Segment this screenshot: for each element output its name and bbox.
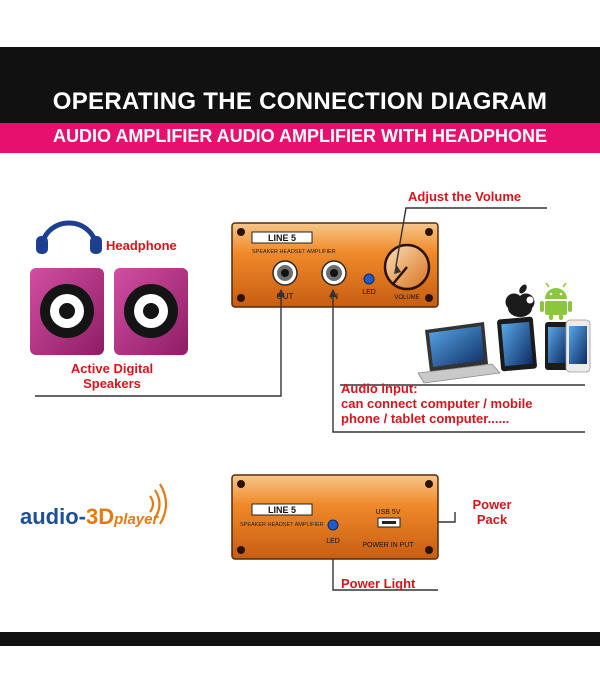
back-led-label: LED [326,538,340,545]
power-light-label: Power Light [341,576,415,591]
headphone-icon [36,223,102,254]
front-model-text: SPEAKER HEADSET AMPLIFIER [252,249,336,255]
footer-bar [0,632,600,646]
speakers-label: Active Digital Speakers [50,361,174,391]
front-led-label: LED [362,289,376,296]
audio-3d-player-logo: audio-3Dplayer [20,504,158,530]
power-input-label: POWER IN PUT [362,542,414,549]
adjust-volume-label: Adjust the Volume [408,189,521,204]
back-model-text: SPEAKER HEADSET AMPLIFIER [240,522,324,528]
power-pack-label: Power Pack [462,497,522,527]
front-led-icon [364,274,374,284]
front-brand-text: LINE 5 [268,233,296,243]
logo-part-audio: audio- [20,504,86,529]
speakers-label-line1: Active Digital [50,361,174,376]
audio-input-label: Audio input: can connect computer / mobi… [341,381,532,426]
speaker-right-icon [114,268,188,355]
audio-input-line3: phone / tablet computer...... [341,411,532,426]
volume-knob-icon [385,245,429,289]
in-jack-icon [322,261,346,285]
back-led-icon [328,520,338,530]
power-pack-line2: Pack [462,512,522,527]
back-panel: LINE 5 SPEAKER HEADSET AMPLIFIER LED USB… [232,475,438,559]
out-jack-icon [273,261,297,285]
laptop-icon [418,322,500,383]
android-icon [540,283,572,320]
volume-label: VOLUME [394,295,419,301]
apple-icon [506,283,535,317]
back-brand-text: LINE 5 [268,505,296,515]
power-pack-line1: Power [462,497,522,512]
logo-part-player: player [114,511,158,528]
phone-white-icon [566,320,590,372]
audio-input-line1: Audio input: [341,381,532,396]
usb-label: USB 5V [376,509,401,516]
speaker-left-icon [30,268,104,355]
speakers-label-line2: Speakers [50,376,174,391]
audio-input-line2: can connect computer / mobile [341,396,532,411]
headphone-label: Headphone [106,238,177,253]
phone-black-icon [545,322,569,370]
tablet-icon [497,317,537,372]
logo-part-3d: 3D [86,504,114,529]
